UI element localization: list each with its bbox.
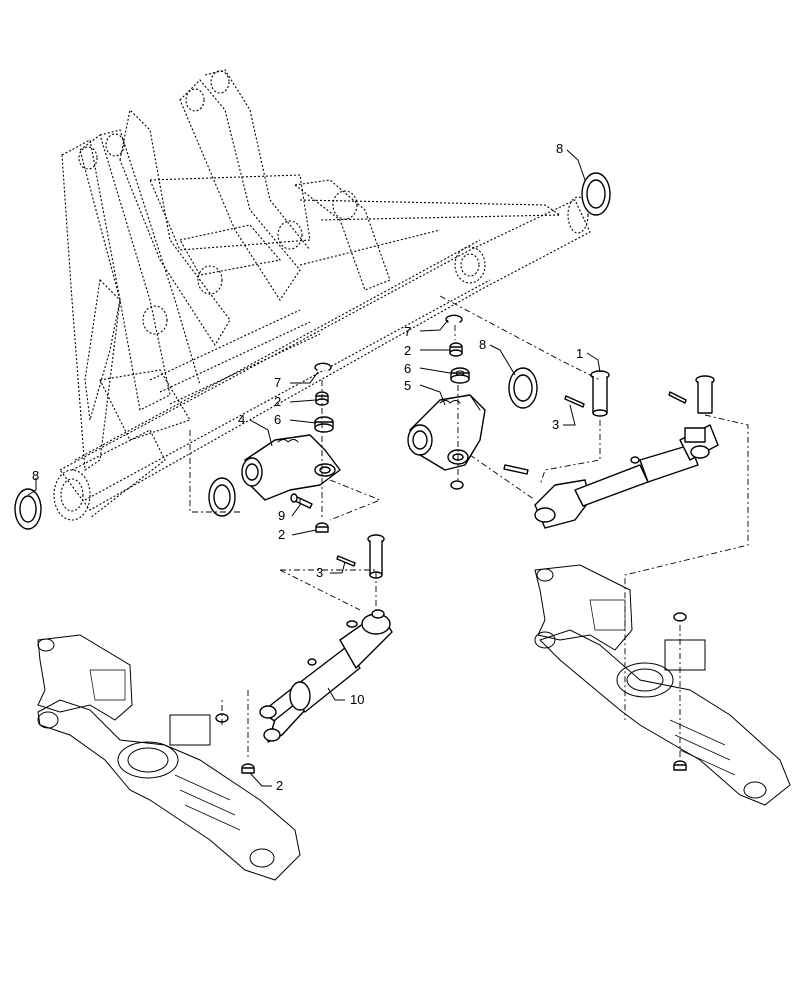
callout-10: 10 [350,692,364,707]
pivot-bracket-right [407,394,486,471]
callout-6-left: 6 [274,412,281,427]
callout-3-right: 3 [552,417,559,432]
pin-1 [590,370,610,417]
hydraulic-cylinder-right [534,424,719,529]
callout-8-mid: 8 [479,337,486,352]
callout-7-left: 7 [274,375,281,390]
axle-housing-right [534,564,791,806]
pin-upper-far [668,375,715,414]
axle-frame-assembly [53,69,591,521]
hydraulic-cylinder-10 [259,609,393,743]
callout-2-right: 2 [404,343,411,358]
callout-leaders [27,149,601,787]
thrust-washer-mid [508,367,538,409]
retaining-ring-left [314,362,332,371]
callout-2-bottom: 2 [276,778,283,793]
callout-5: 5 [404,378,411,393]
bushing-2-right [449,342,463,357]
bolt-9 [290,493,313,509]
callout-1: 1 [576,346,583,361]
callout-7-right: 7 [404,324,411,339]
thrust-washer-right [581,172,611,216]
callout-2-left: 2 [274,394,281,409]
callout-3-left: 3 [316,565,323,580]
bushing-bottom-2 [241,763,255,774]
callout-9: 9 [278,508,285,523]
cotter-3-left [336,555,356,567]
axle-housing-left [37,634,301,881]
assembly-lines [189,295,749,760]
thrust-washer-left [14,488,42,530]
thrust-washer-left-inner [208,477,236,517]
pivot-bracket-left [241,434,341,501]
pin-left-cylinder [367,534,385,579]
bearing-6-right [450,367,470,384]
callout-8-right: 8 [556,141,563,156]
bushing-right-upper [673,612,687,622]
callout-2-lower: 2 [278,527,285,542]
retaining-ring-right [445,314,463,323]
cotter-3-right [564,395,585,408]
bushing-right-lower [673,760,687,771]
bushing-2-lower-left [315,522,329,533]
callout-6-right: 6 [404,361,411,376]
callout-labels: 8 8 7 2 8 1 6 5 3 7 2 4 6 9 2 3 10 2 [32,141,583,793]
callout-4: 4 [238,412,245,427]
callout-8-left: 8 [32,468,39,483]
bolt-right-bracket [503,464,529,475]
bearing-6-left [314,416,334,433]
bushing-lower-right [450,480,464,490]
